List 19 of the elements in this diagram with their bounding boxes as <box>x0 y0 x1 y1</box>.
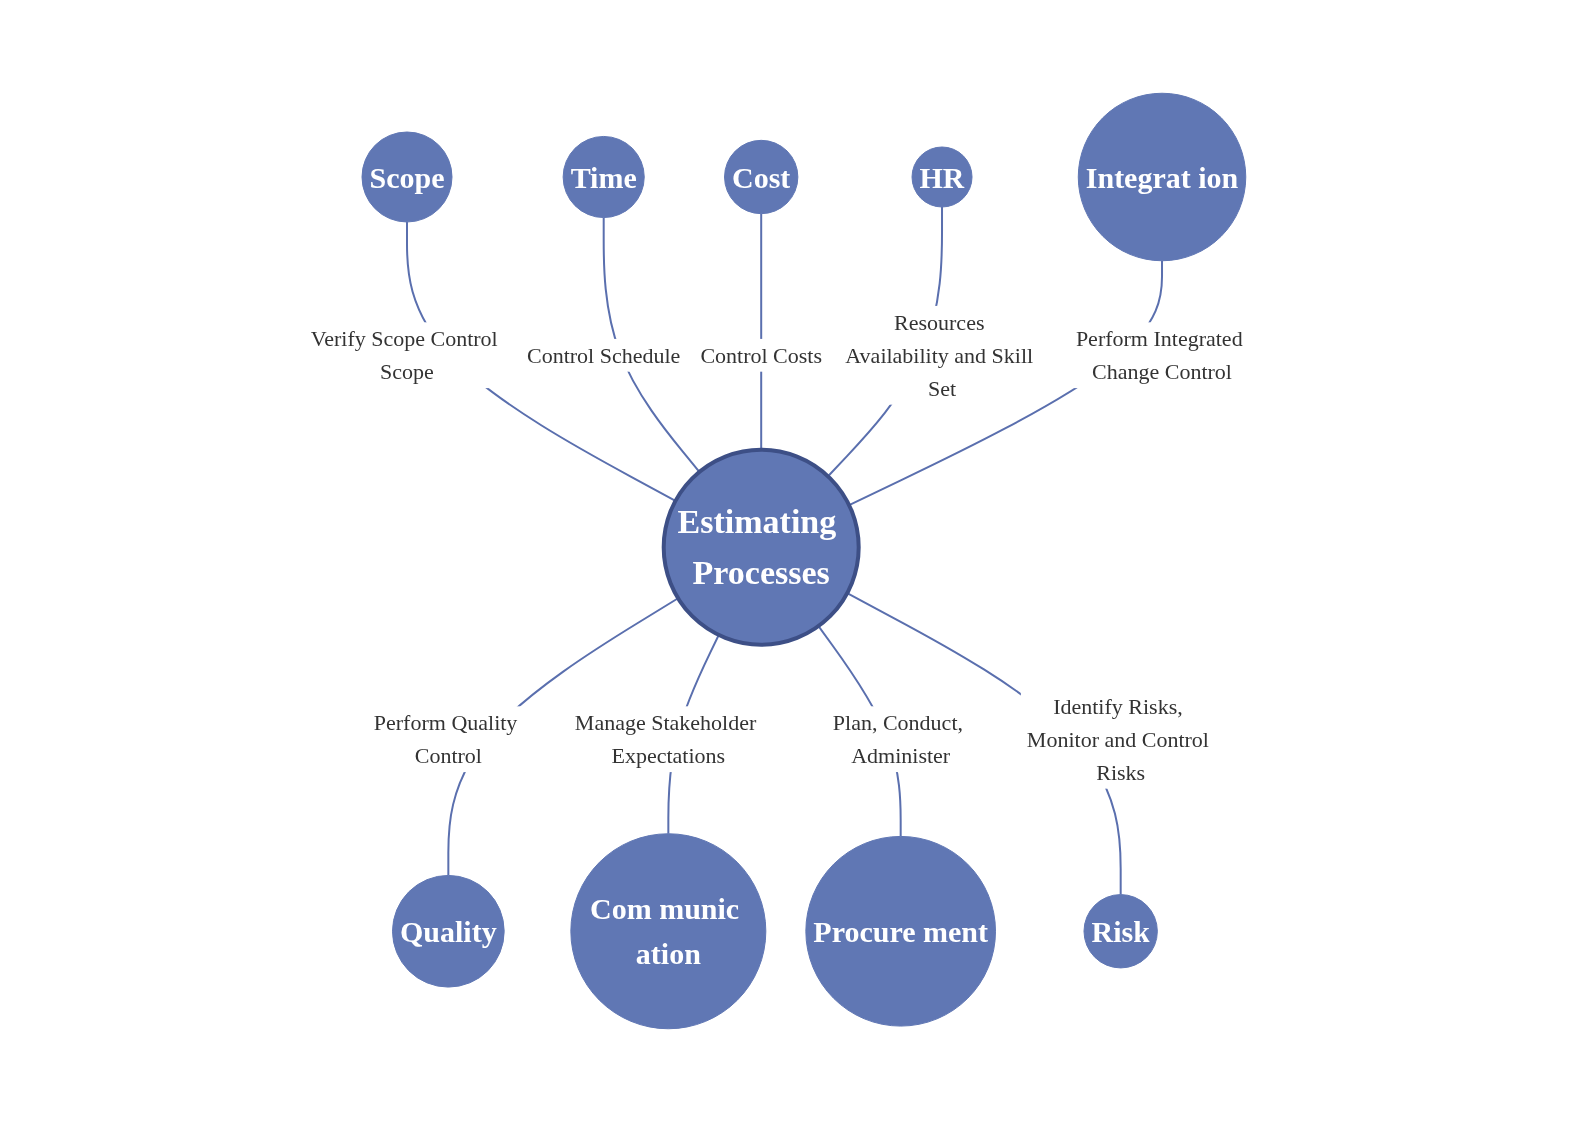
node-circle: Estimating Processes <box>662 447 862 647</box>
edge-label: Control Schedule <box>527 342 681 368</box>
edge-label: Manage Stakeholder Expectations <box>575 710 757 769</box>
edge-label: Control Costs <box>700 342 823 368</box>
edge-label: Perform Quality Control <box>374 710 518 769</box>
edge-label: Identify Risks, Monitor and Control Risks <box>1027 693 1210 785</box>
edge-label: Resources Availability and Skill Set <box>845 309 1034 401</box>
edge-label: Verify Scope Control Scope <box>311 326 499 385</box>
edge-label: Plan, Conduct, Administer <box>833 710 964 769</box>
edge-label: Perform Integrated Change Control <box>1076 326 1244 385</box>
node-circle: Time <box>563 135 646 219</box>
node-circle: Risk <box>1084 894 1159 969</box>
node-circle: Com munic ation <box>570 833 767 1030</box>
node-circle: Cost <box>724 139 799 215</box>
node-circle: Scope <box>362 131 453 223</box>
node-circle: HR <box>912 146 973 208</box>
node-circle: Procure ment <box>805 835 997 1027</box>
node-circle: Quality <box>392 874 506 988</box>
node-circle: Integrat ion <box>1078 92 1247 262</box>
